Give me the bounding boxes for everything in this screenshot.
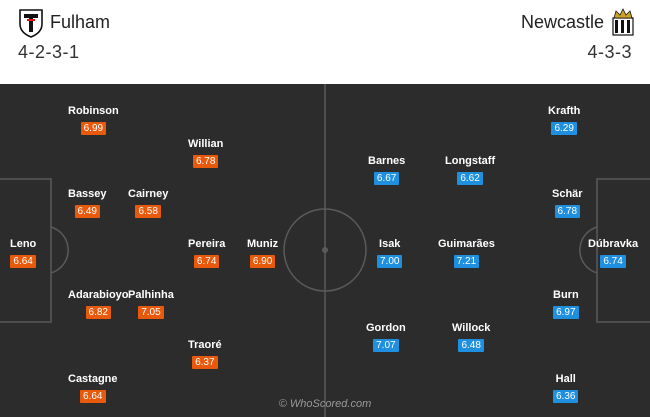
player-rating: 7.07 bbox=[373, 339, 399, 352]
player-schar[interactable]: Schär 6.78 bbox=[552, 188, 583, 219]
player-rating: 6.62 bbox=[457, 172, 483, 185]
player-longstaff[interactable]: Longstaff 6.62 bbox=[445, 155, 495, 186]
player-hall[interactable]: Hall 6.36 bbox=[553, 373, 579, 404]
player-name: Guimarães bbox=[438, 238, 495, 250]
player-rating: 6.82 bbox=[85, 306, 111, 319]
player-traore[interactable]: Traoré 6.37 bbox=[188, 339, 222, 370]
player-rating: 6.37 bbox=[192, 356, 218, 369]
player-name: Robinson bbox=[68, 105, 119, 117]
player-name: Burn bbox=[553, 289, 579, 301]
player-name: Pereira bbox=[188, 238, 226, 250]
player-name: Palhinha bbox=[128, 289, 174, 301]
player-dubravka[interactable]: Dúbravka 6.74 bbox=[588, 238, 638, 269]
player-willian[interactable]: Willian 6.78 bbox=[188, 138, 223, 169]
player-rating: 6.74 bbox=[600, 255, 626, 268]
home-team-name: Fulham bbox=[50, 12, 111, 32]
player-rating: 7.05 bbox=[138, 306, 164, 319]
player-name: Leno bbox=[10, 238, 37, 250]
player-name: Castagne bbox=[68, 373, 118, 385]
player-rating: 6.67 bbox=[373, 172, 400, 185]
player-name: Adarabioyo bbox=[68, 289, 129, 301]
player-barnes[interactable]: Barnes 6.67 bbox=[368, 155, 405, 186]
player-name: Traoré bbox=[188, 339, 222, 351]
player-rating: 7.21 bbox=[453, 255, 480, 268]
player-willock[interactable]: Willock 6.48 bbox=[452, 322, 490, 353]
player-rating: 6.74 bbox=[193, 255, 220, 268]
fulham-crest-icon bbox=[19, 9, 43, 38]
player-bassey[interactable]: Bassey 6.49 bbox=[68, 188, 107, 219]
home-formation: 4-2-3-1 bbox=[18, 42, 80, 62]
player-name: Willock bbox=[452, 322, 491, 334]
player-rating: 6.36 bbox=[553, 390, 579, 403]
player-rating: 6.58 bbox=[135, 205, 161, 218]
player-rating: 6.90 bbox=[249, 255, 276, 268]
player-isak[interactable]: Isak 7.00 bbox=[377, 238, 403, 269]
player-palhinha[interactable]: Palhinha 7.05 bbox=[128, 289, 174, 320]
player-name: Cairney bbox=[128, 188, 169, 200]
player-cairney[interactable]: Cairney 6.58 bbox=[128, 188, 168, 219]
pitch: Robinson 6.99 Bassey 6.49 Adarabioyo 6.8… bbox=[0, 84, 650, 417]
player-rating: 6.97 bbox=[553, 306, 579, 319]
player-guimaraes[interactable]: Guimarães 7.21 bbox=[438, 238, 495, 269]
player-adarabioyo[interactable]: Adarabioyo 6.82 bbox=[68, 289, 129, 320]
player-name: Bassey bbox=[68, 188, 107, 200]
player-rating: 7.00 bbox=[377, 255, 403, 268]
player-rating: 6.99 bbox=[80, 122, 107, 135]
player-rating: 6.78 bbox=[192, 155, 219, 168]
player-rating: 6.64 bbox=[10, 255, 36, 268]
player-name: Hall bbox=[555, 373, 576, 385]
player-robinson[interactable]: Robinson 6.99 bbox=[68, 105, 119, 136]
player-leno[interactable]: Leno 6.64 bbox=[10, 238, 36, 269]
player-gordon[interactable]: Gordon 7.07 bbox=[366, 322, 406, 353]
pitch-markings bbox=[0, 84, 650, 417]
player-name: Dúbravka bbox=[588, 238, 639, 250]
watermark: © WhoScored.com bbox=[278, 398, 372, 410]
player-rating: 6.78 bbox=[554, 205, 581, 218]
player-krafth[interactable]: Krafth 6.29 bbox=[548, 105, 580, 136]
player-muniz[interactable]: Muniz 6.90 bbox=[247, 238, 278, 269]
player-pereira[interactable]: Pereira 6.74 bbox=[188, 238, 225, 269]
player-name: Isak bbox=[379, 238, 401, 250]
player-name: Willian bbox=[188, 138, 224, 150]
player-name: Krafth bbox=[548, 105, 581, 117]
player-name: Schär bbox=[552, 188, 583, 200]
player-rating: 6.29 bbox=[551, 122, 577, 135]
newcastle-crest-icon bbox=[612, 8, 634, 36]
player-burn[interactable]: Burn 6.97 bbox=[553, 289, 579, 320]
player-name: Muniz bbox=[247, 238, 279, 250]
away-team-name: Newcastle bbox=[520, 12, 604, 32]
away-formation: 4-3-3 bbox=[587, 42, 632, 62]
player-name: Barnes bbox=[368, 155, 406, 167]
player-rating: 6.49 bbox=[74, 205, 100, 218]
match-header: Fulham 4-2-3-1 Newcastle 4-3-3 bbox=[0, 0, 650, 84]
player-name: Longstaff bbox=[445, 155, 496, 167]
player-name: Gordon bbox=[366, 322, 406, 334]
player-rating: 6.48 bbox=[458, 339, 484, 352]
player-rating: 6.64 bbox=[80, 390, 106, 403]
player-castagne[interactable]: Castagne 6.64 bbox=[68, 373, 118, 404]
